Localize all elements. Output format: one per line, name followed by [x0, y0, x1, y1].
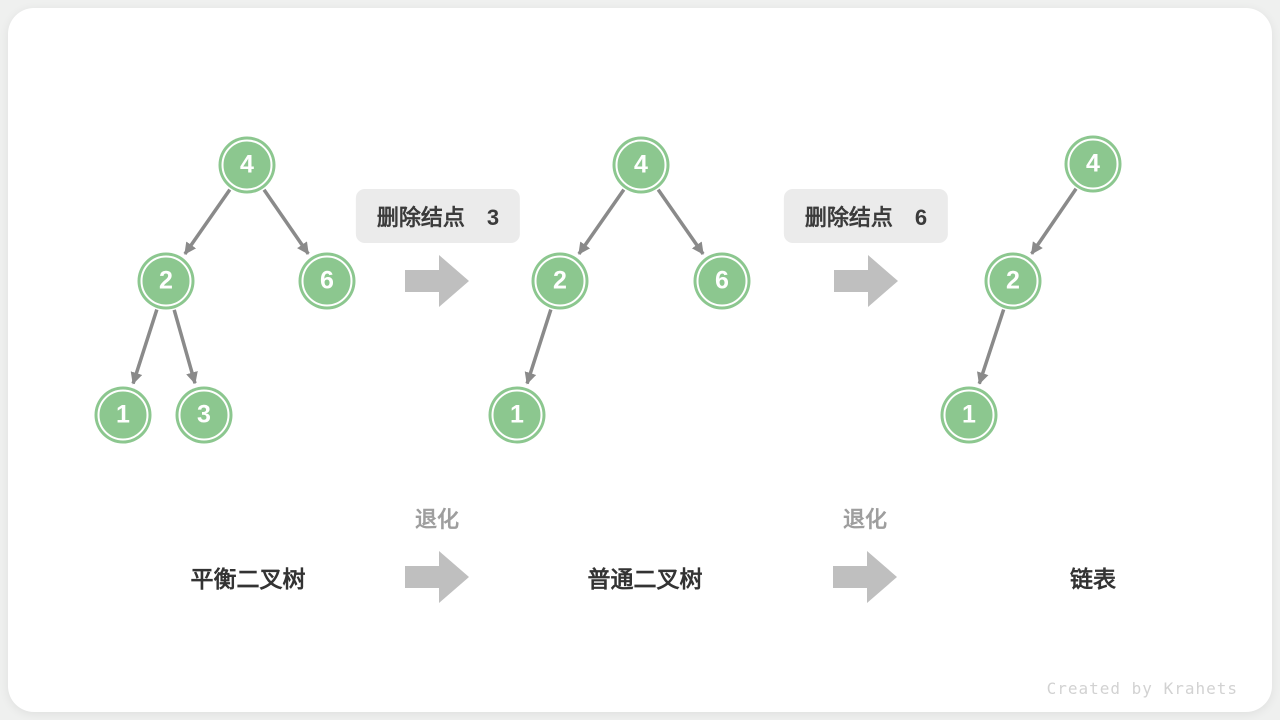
block-arrow-right-icon	[405, 551, 469, 603]
delete-node-3-badge: 删除结点 3	[355, 189, 521, 243]
tree-edge	[656, 188, 705, 255]
tree-title-balanced-binary-tree: 平衡二叉树	[190, 566, 306, 592]
tree-edge	[172, 309, 198, 385]
tree-edge	[577, 188, 626, 255]
tree-node-2: 2	[534, 255, 586, 307]
tree-edge	[524, 309, 553, 385]
tree-node-2: 2	[140, 255, 192, 307]
tree-node-4: 4	[1067, 138, 1119, 190]
tree-title-linked-list: 链表	[1070, 566, 1116, 592]
block-arrow-right-icon	[833, 551, 897, 603]
tree-edge	[130, 309, 159, 385]
delete-node-6-badge: 删除结点 6	[783, 189, 949, 243]
tree-edge	[1030, 187, 1078, 255]
degrade-label-1: 退化	[414, 507, 460, 532]
tree-edge	[262, 188, 310, 255]
tree-node-1: 1	[97, 389, 149, 441]
tree-node-6: 6	[696, 255, 748, 307]
tree-node-1: 1	[491, 389, 543, 441]
tree-edge	[183, 188, 232, 255]
tree-node-6: 6	[301, 255, 353, 307]
watermark-credit: Created by Krahets	[1046, 679, 1238, 698]
tree-node-1: 1	[943, 389, 995, 441]
tree-edge	[977, 308, 1006, 385]
diagram-card	[8, 8, 1272, 712]
tree-title-ordinary-binary-tree: 普通二叉树	[587, 566, 703, 592]
degrade-label-2: 退化	[842, 507, 888, 532]
block-arrow-right-icon	[405, 255, 469, 307]
tree-node-2: 2	[987, 255, 1039, 307]
tree-node-4: 4	[221, 139, 273, 191]
tree-node-3: 3	[178, 389, 230, 441]
block-arrow-right-icon	[834, 255, 898, 307]
tree-node-4: 4	[615, 139, 667, 191]
